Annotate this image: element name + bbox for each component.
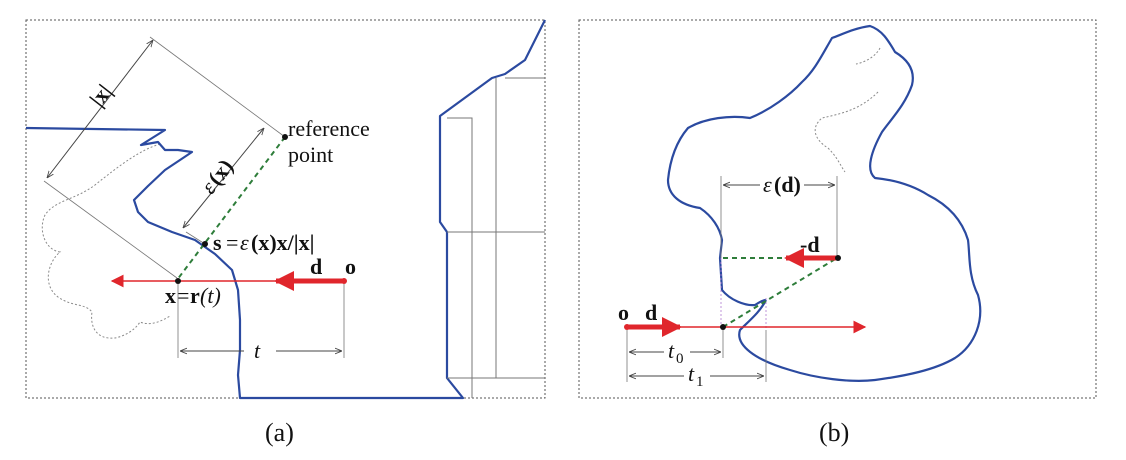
- x-norm-label: |x|: [84, 79, 116, 111]
- panel-b-diagonal-dashed: [722, 257, 838, 328]
- svg-text:1: 1: [696, 374, 704, 390]
- panel-b: ε (d) -d o d t 0 t: [578, 19, 1097, 447]
- panel-a-x-label: x = r (t): [165, 283, 221, 308]
- eps-x-label: ε (x): [196, 154, 238, 198]
- svg-text:(t): (t): [200, 283, 221, 308]
- panel-b-origin-point: [624, 324, 630, 330]
- s-label: s = ε (x)x/|x|: [213, 230, 314, 255]
- panel-b-ref-point: [835, 255, 841, 261]
- svg-text:=: =: [226, 230, 238, 255]
- panel-b-frame: [578, 19, 1097, 399]
- eps-d-label: ε (d): [763, 172, 801, 197]
- reference-point: [282, 134, 288, 140]
- panel-a-o-label: o: [345, 254, 356, 279]
- svg-text:x: x: [165, 283, 176, 308]
- x-norm-guide-2: [149, 36, 286, 138]
- t1-label: t 1: [688, 361, 704, 390]
- panel-b-intersection-point: [720, 324, 726, 330]
- s-point: [202, 241, 208, 247]
- panel-a-d-label: d: [310, 254, 322, 279]
- panel-b-caption: (b): [819, 418, 849, 447]
- reference-label-line1: reference: [288, 116, 370, 141]
- panel-b-hidden-head: [814, 91, 879, 173]
- panel-a-hidden-outline: [41, 143, 171, 339]
- panel-a-eps-dashed: [176, 136, 286, 281]
- svg-text:(d): (d): [774, 172, 801, 197]
- svg-text:(x)x/|x|: (x)x/|x|: [251, 230, 314, 255]
- svg-text:t: t: [688, 361, 695, 386]
- svg-text:ε: ε: [240, 230, 249, 255]
- eps-x-guide: [185, 231, 206, 245]
- panel-a-background-shapes: [447, 77, 545, 398]
- svg-text:0: 0: [676, 351, 684, 367]
- panel-a: |x| ε (x) reference point s = ε (x)x/|x|…: [25, 19, 546, 447]
- reference-label-line2: point: [288, 142, 333, 167]
- panel-a-frame: [25, 19, 546, 399]
- panel-a-intersection-point: [175, 278, 181, 284]
- svg-text:s: s: [213, 230, 222, 255]
- panel-b-object-outline: [666, 24, 982, 382]
- svg-text:=: =: [177, 283, 189, 308]
- panel-a-caption: (a): [265, 418, 294, 447]
- eps-x-dimension: [183, 128, 264, 228]
- panel-b-neg-d-label: -d: [800, 232, 820, 257]
- t0-label: t 0: [668, 338, 684, 367]
- panel-a-object-outline: [25, 19, 546, 400]
- t-label: t: [254, 338, 261, 363]
- svg-text:t: t: [668, 338, 675, 363]
- panel-b-o-label: o: [618, 300, 629, 325]
- panel-b-d-label: d: [645, 300, 657, 325]
- svg-text:ε: ε: [763, 172, 772, 197]
- x-norm-guide-1: [43, 180, 178, 279]
- svg-text:r: r: [190, 283, 200, 308]
- panel-b-hidden-ear: [855, 47, 881, 65]
- x-norm-dimension: [47, 40, 153, 178]
- panel-a-origin-point: [341, 278, 347, 284]
